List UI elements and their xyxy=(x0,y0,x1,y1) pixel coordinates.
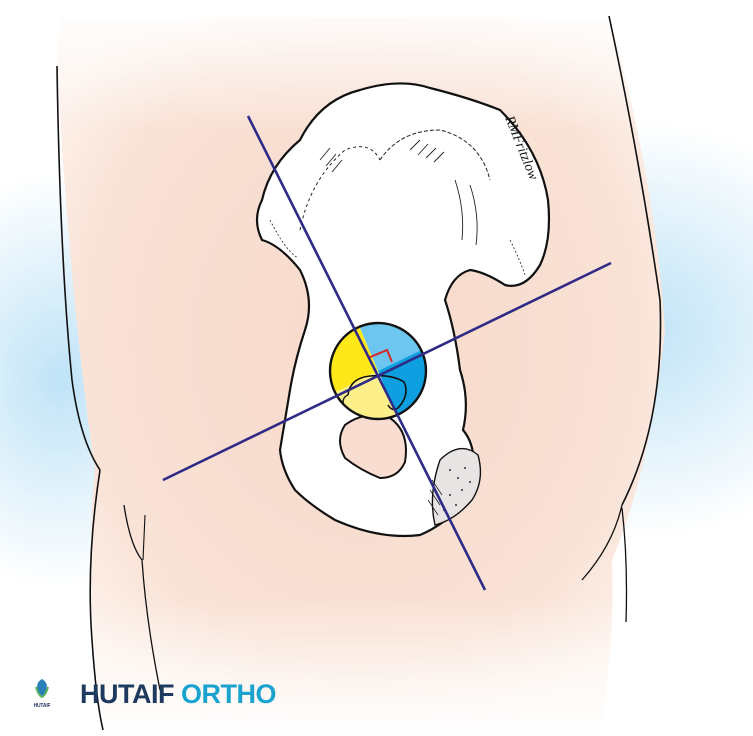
axis-lines xyxy=(162,115,612,591)
brand-logo-icon xyxy=(35,679,49,699)
brand-word-hutaif: HUTAIF xyxy=(80,678,174,709)
brand-logo: HUTAIF xyxy=(30,677,54,711)
right-angle-marker xyxy=(367,348,393,363)
brand-word-ortho: ORTHO xyxy=(180,678,277,709)
ischial-tuberosity-shading xyxy=(427,447,482,526)
horizontal-axis-line xyxy=(162,261,612,482)
brand-logo-text: HUTAIF xyxy=(33,703,51,709)
vertical-axis-line xyxy=(246,115,487,591)
